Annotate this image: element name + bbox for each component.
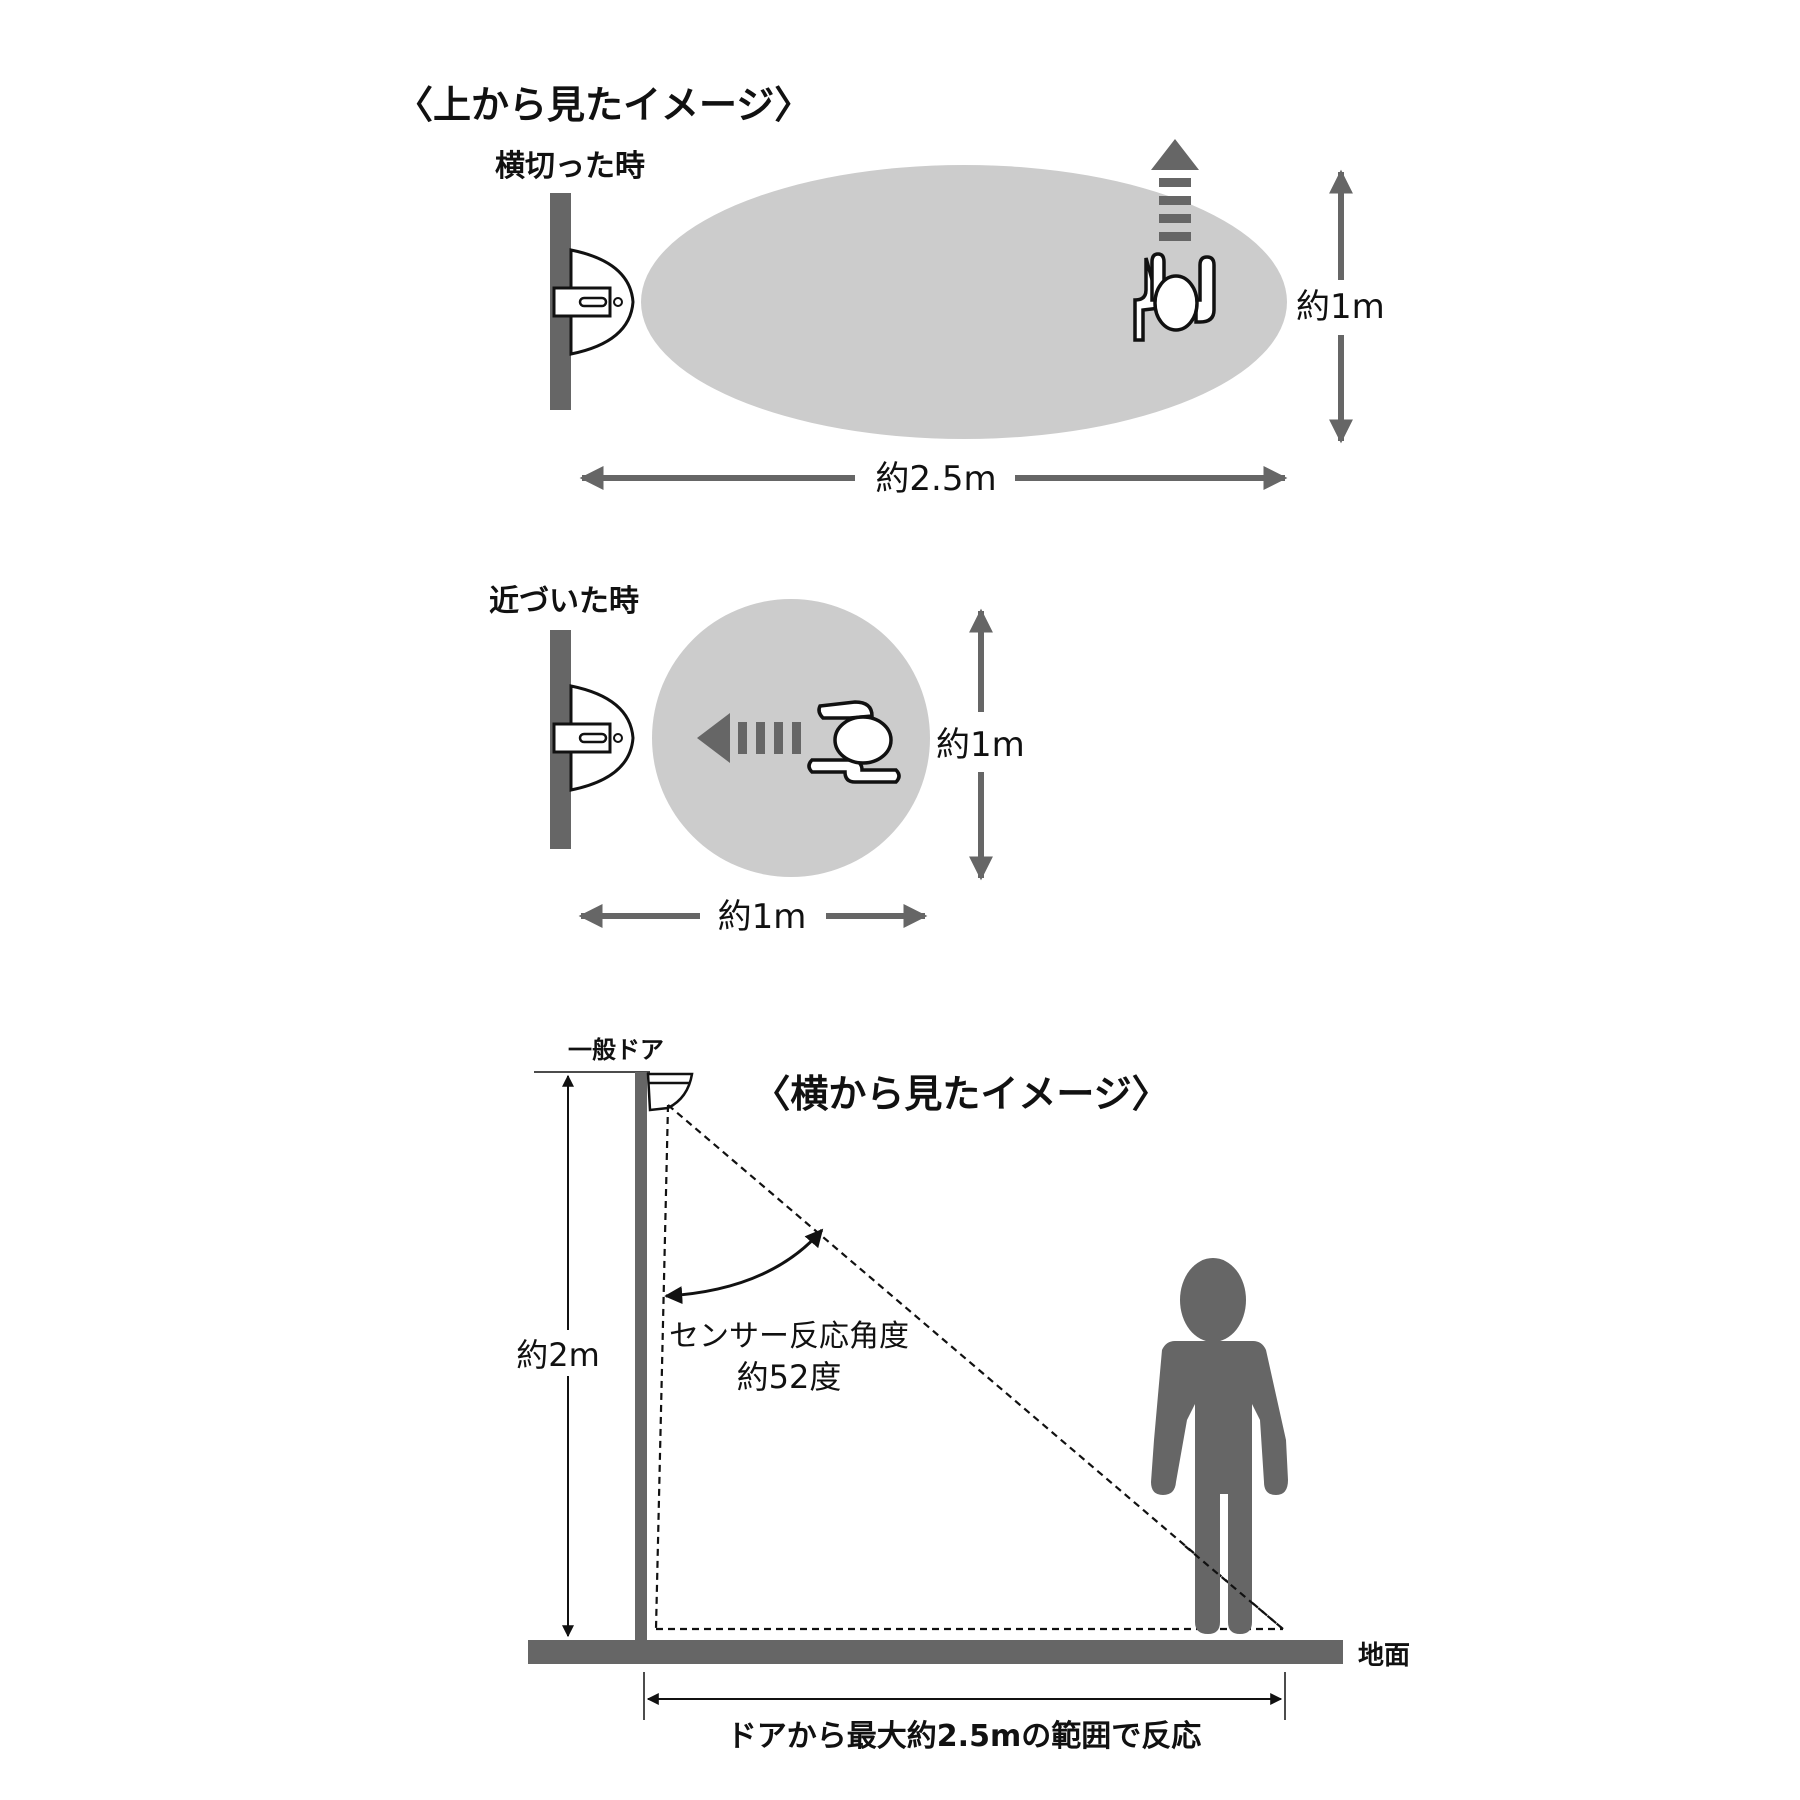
angle-label-line1: センサー反応角度 [669,1319,909,1354]
sensor-icon [552,248,635,356]
person-top-icon [807,700,901,784]
approaching-diagram: 近づいた時 約1m 約1m [489,584,1025,937]
angle-label-line2: 約52度 [737,1358,842,1396]
detection-cone [654,1104,1284,1631]
angle-arc-arrow [664,1228,824,1305]
sensor-side-icon [646,1072,694,1112]
crossing-width-label: 約1m [1296,287,1385,327]
detection-zone-ellipse [641,165,1287,439]
door-label: 一般ドア [568,1036,664,1064]
height-label: 約2m [516,1336,600,1374]
person-silhouette-icon [1151,1258,1288,1634]
crossing-label: 横切った時 [495,149,645,184]
walking-up-arrow-icon [1151,139,1199,241]
side-view-diagram: 一般ドア 〈横から見たイメージ〉 約2m センサー反応角度 約52度 地面 ドア… [516,1036,1410,1754]
ground-label: 地面 [1358,1641,1410,1671]
side-view-title: 〈横から見たイメージ〉 [752,1072,1169,1116]
approaching-height-label: 約1m [936,725,1025,765]
person-top-icon [1133,252,1216,342]
crossing-diagram: 横切った時 約1m 約2.5m [495,139,1385,499]
door-pole [635,1072,647,1642]
range-label: ドアから最大約2.5mの範囲で反応 [727,1719,1201,1754]
approaching-width-label: 約1m [718,897,807,937]
sensor-icon [552,684,635,792]
ground [528,1640,1343,1664]
top-view-title: 〈上から見たイメージ〉 [395,83,812,127]
crossing-length-label: 約2.5m [875,459,996,499]
approaching-label: 近づいた時 [489,584,639,619]
cone-line-over-person [1184,1545,1284,1630]
detection-zone-circle [652,599,930,877]
walking-left-arrow-icon [697,713,801,763]
